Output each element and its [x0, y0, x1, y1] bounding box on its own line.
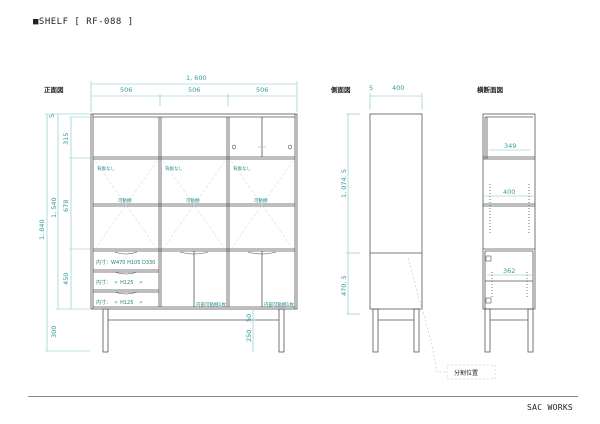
front-bottom-section-height: 450	[62, 273, 70, 285]
drawer-3-inner-size: 内寸： 〃 H125 〃	[96, 299, 143, 306]
side-offset: 5	[369, 84, 373, 92]
side-view: 側面図 5 400 1, 074. 5 470. 5 分割位置	[330, 84, 496, 380]
footer-divider	[28, 396, 578, 397]
drawer-2-inner-size: 内寸： 〃 H125 〃	[96, 279, 143, 286]
footer-brand: SAC WORKS	[527, 403, 574, 412]
drawing-title: ■SHELF [ RF-088 ]	[33, 17, 134, 27]
side-upper-height: 1, 074. 5	[340, 169, 348, 198]
front-total-height: 1, 840	[38, 219, 46, 240]
section-view: 横断面図	[477, 85, 536, 353]
front-total-width: 1, 600	[186, 74, 207, 82]
section-bottom-inner-width: 362	[503, 267, 515, 275]
side-view-label: 側面図	[330, 85, 351, 94]
no-back-note-1: 背板なし	[97, 165, 115, 172]
front-bay-width-3: 506	[256, 86, 268, 94]
front-bay-width-1: 506	[120, 86, 132, 94]
adjustable-shelf-note-1: 可動棚	[118, 197, 132, 204]
front-leg-clearance: 250	[245, 330, 253, 342]
section-view-label: 横断面図	[477, 85, 504, 94]
inner-shelf-note-1: 内部可動棚1枚	[196, 301, 226, 308]
front-bay-width-2: 506	[188, 86, 200, 94]
section-middle-inner-width: 400	[503, 188, 515, 196]
front-body-height: 1, 540	[50, 197, 58, 218]
inner-shelf-note-2: 内部可動棚1枚	[264, 301, 294, 308]
no-back-note-3: 背板なし	[233, 165, 251, 172]
split-position-label: 分割位置	[454, 369, 478, 377]
adjustable-shelf-note-3: 可動棚	[254, 197, 268, 204]
front-middle-section-height: 678	[62, 200, 70, 212]
side-lower-height: 470. 5	[340, 275, 348, 296]
adjustable-shelf-note-2: 可動棚	[186, 197, 200, 204]
side-depth: 400	[392, 84, 404, 92]
front-leg-height: 300	[50, 326, 58, 338]
section-top-inner-width: 349	[504, 142, 516, 150]
no-back-note-2: 背板なし	[165, 165, 183, 172]
front-view: 正面図 1, 600 506 506 506 5 315 678	[38, 74, 298, 353]
front-rail-height: 50	[245, 314, 253, 322]
drawer-1-inner-size: 内寸：W470 H105 D330	[96, 259, 155, 266]
front-top-gap: 5	[48, 114, 56, 118]
front-top-section-height: 315	[62, 133, 70, 145]
front-view-label: 正面図	[44, 85, 64, 94]
